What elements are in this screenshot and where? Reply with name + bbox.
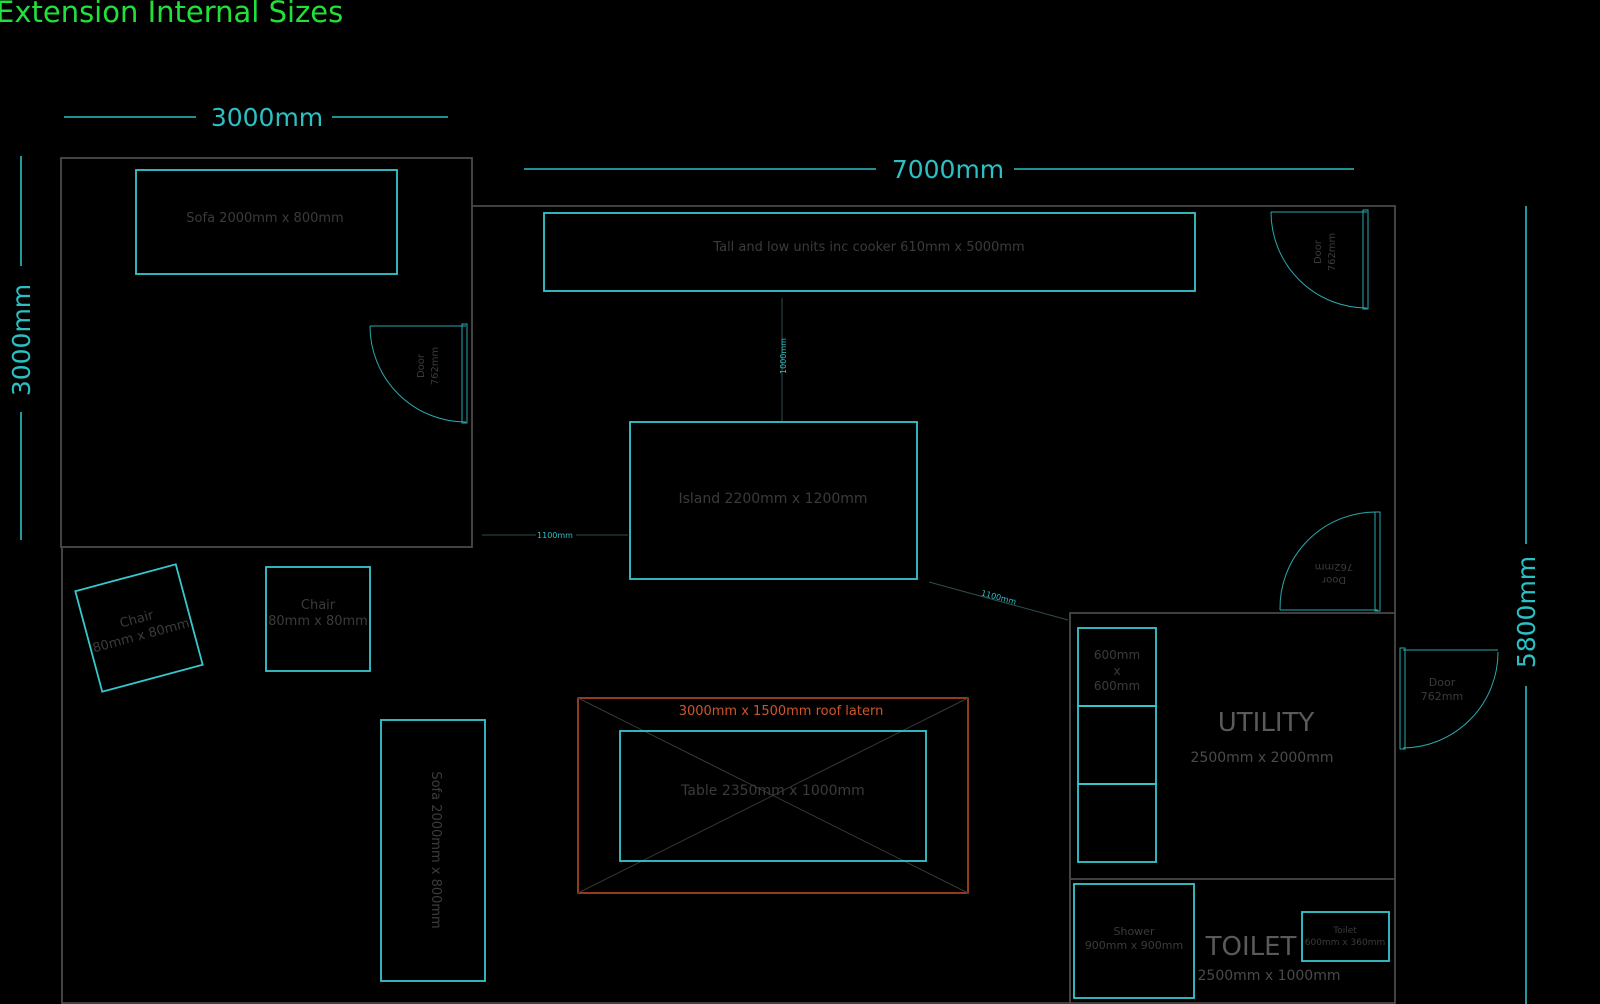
utility-units: 600mm x 600mm: [1077, 627, 1157, 863]
kitchen-units: Tall and low units inc cooker 610mm x 50…: [543, 212, 1196, 292]
toilet-label: Toilet: [1332, 926, 1357, 936]
island: Island 2200mm x 1200mm: [629, 421, 918, 580]
island-label: Island 2200mm x 1200mm: [678, 491, 867, 507]
dimension-label: 3000mm: [7, 284, 36, 396]
door-label: Door: [1321, 574, 1346, 585]
utility-unit-label: x: [1113, 664, 1120, 678]
dimension-left-height: 3000mm: [7, 156, 36, 540]
dimension-right-height: 5800mm: [1512, 206, 1541, 1004]
dimension-label: 5800mm: [1512, 556, 1541, 668]
table-label: Table 2350mm x 1000mm: [680, 783, 865, 799]
roof-lantern-label: 3000mm x 1500mm roof latern: [679, 704, 884, 719]
gap-label: 1100mm: [537, 531, 573, 540]
toilet-room-size: 2500mm x 1000mm: [1198, 968, 1341, 984]
door-label: 762mm: [1327, 233, 1338, 272]
gap-island-to-utility: 1100mm: [928, 581, 1069, 621]
gap-island-to-units: 1000mm: [779, 298, 788, 421]
door-label: 762mm: [1315, 561, 1354, 572]
sofa-bottom: Sofa 2000mm x 800mm: [380, 719, 486, 982]
sofa-bottom-label: Sofa 2000mm x 800mm: [428, 771, 443, 928]
sofa-top-label: Sofa 2000mm x 800mm: [186, 211, 343, 226]
door-label: Door: [1429, 676, 1456, 689]
page-title: Extension Internal Sizes: [0, 0, 343, 29]
door-label: 762mm: [430, 347, 441, 386]
door-label: Door: [1313, 239, 1324, 264]
utility-room-name: UTILITY: [1218, 708, 1315, 738]
wall-kitchen-outline: [472, 205, 1396, 1004]
table: Table 2350mm x 1000mm: [619, 730, 927, 862]
chair-label: Chair: [301, 598, 336, 613]
utility-unit-label: 600mm: [1094, 679, 1140, 693]
utility-unit-label: 600mm: [1094, 648, 1140, 662]
toilet-room-name: TOILET: [1205, 932, 1297, 962]
gap-island-to-wall: 1100mm: [482, 531, 628, 540]
sofa-top: Sofa 2000mm x 800mm: [135, 169, 398, 275]
dimension-label: 7000mm: [892, 155, 1004, 184]
toilet-label: 600mm x 360mm: [1305, 938, 1385, 948]
door-label: Door: [416, 353, 427, 378]
dimension-left-width: 3000mm: [64, 103, 448, 132]
wall-utility: [1069, 612, 1395, 1004]
shower-label: Shower: [1114, 925, 1155, 938]
utility-unit: [1077, 783, 1157, 863]
kitchen-units-label: Tall and low units inc cooker 610mm x 50…: [712, 240, 1024, 255]
toilet: Toilet 600mm x 360mm: [1301, 911, 1390, 962]
walls: [60, 157, 1396, 1004]
chair-label: 80mm x 80mm: [268, 614, 368, 629]
chair: Chair 80mm x 80mm: [265, 566, 371, 672]
utility-unit: [1077, 705, 1157, 785]
door-icon: Door 762mm: [1279, 511, 1381, 612]
wall-living-room: [60, 157, 473, 548]
gap-label: 1000mm: [779, 338, 788, 374]
door-label: 762mm: [1421, 690, 1463, 703]
chair-rotated: Chair 80mm x 80mm: [74, 563, 204, 693]
door-icon: Door 762mm: [1270, 209, 1369, 310]
gap-label: 1100mm: [980, 589, 1017, 607]
shower-label: 900mm x 900mm: [1085, 939, 1183, 952]
utility-room-size: 2500mm x 2000mm: [1191, 750, 1334, 766]
door-icon: Door 762mm: [1399, 647, 1499, 750]
dimension-label: 3000mm: [211, 103, 323, 132]
door-icon: Door 762mm: [369, 323, 468, 424]
dimension-kitchen-width: 7000mm: [524, 155, 1354, 184]
shower: Shower 900mm x 900mm: [1073, 883, 1195, 999]
